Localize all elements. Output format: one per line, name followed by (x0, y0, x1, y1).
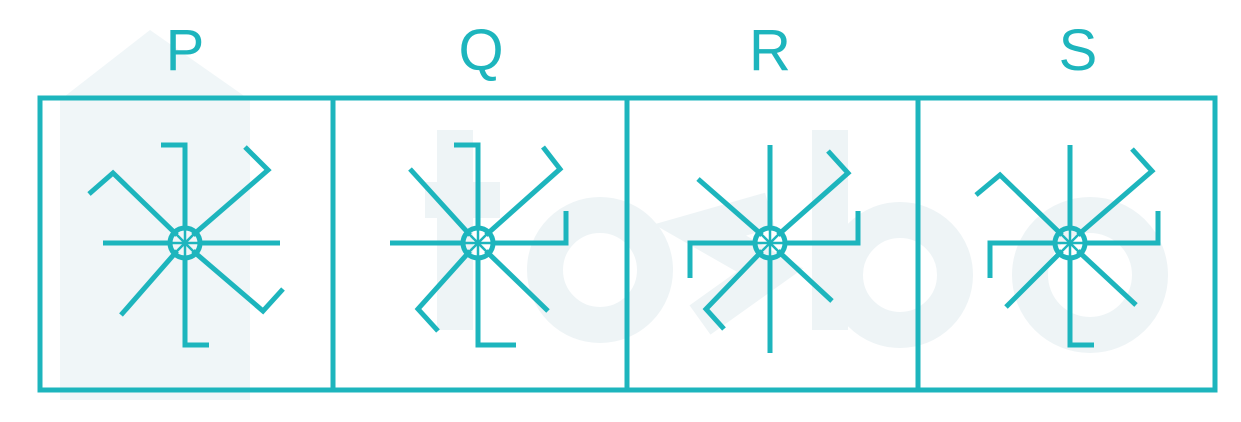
arm-tl (974, 171, 1064, 237)
arm-tl (87, 169, 179, 237)
arm-br (191, 249, 285, 315)
arm-br (484, 249, 550, 313)
arm-right (493, 211, 569, 246)
arm-bl (414, 249, 472, 333)
arm-top (161, 142, 188, 228)
option-labels-row: P Q R S (38, 16, 1215, 86)
arm-tl (696, 177, 764, 237)
arm-left (687, 240, 755, 278)
arm-tr (191, 145, 272, 237)
hub-spokes (170, 228, 200, 258)
hub-spoke (173, 231, 197, 255)
hub-spoke (758, 231, 782, 255)
hub-spoke (1058, 231, 1082, 255)
arm-right (1085, 211, 1161, 246)
option-label-s: S (1058, 18, 1098, 83)
arm-tr (484, 145, 564, 237)
arm-tr (776, 149, 852, 237)
figure-q (390, 142, 569, 348)
option-label-r: R (749, 18, 791, 83)
arm-right (785, 211, 861, 246)
hub-spokes (755, 228, 785, 258)
arm-br (776, 249, 834, 303)
arm-top (454, 142, 481, 228)
arm-bottom (1067, 258, 1094, 348)
figure-p (87, 142, 285, 348)
arm-tr (1076, 147, 1156, 237)
figure-s (974, 145, 1161, 348)
arm-bl (1004, 249, 1064, 309)
option-label-q: Q (458, 18, 504, 83)
arm-br (1076, 249, 1138, 307)
hub-spokes (1055, 228, 1085, 258)
figure-r (687, 145, 861, 353)
option-label-p: P (165, 18, 205, 83)
arm-bl (119, 249, 179, 317)
arm-left (987, 240, 1055, 278)
hub-spoke (466, 231, 490, 255)
arm-bottom (182, 258, 209, 348)
hub-spokes (463, 228, 493, 258)
arm-tl (408, 167, 472, 237)
arm-bl (702, 249, 764, 331)
arm-bottom (475, 258, 516, 348)
